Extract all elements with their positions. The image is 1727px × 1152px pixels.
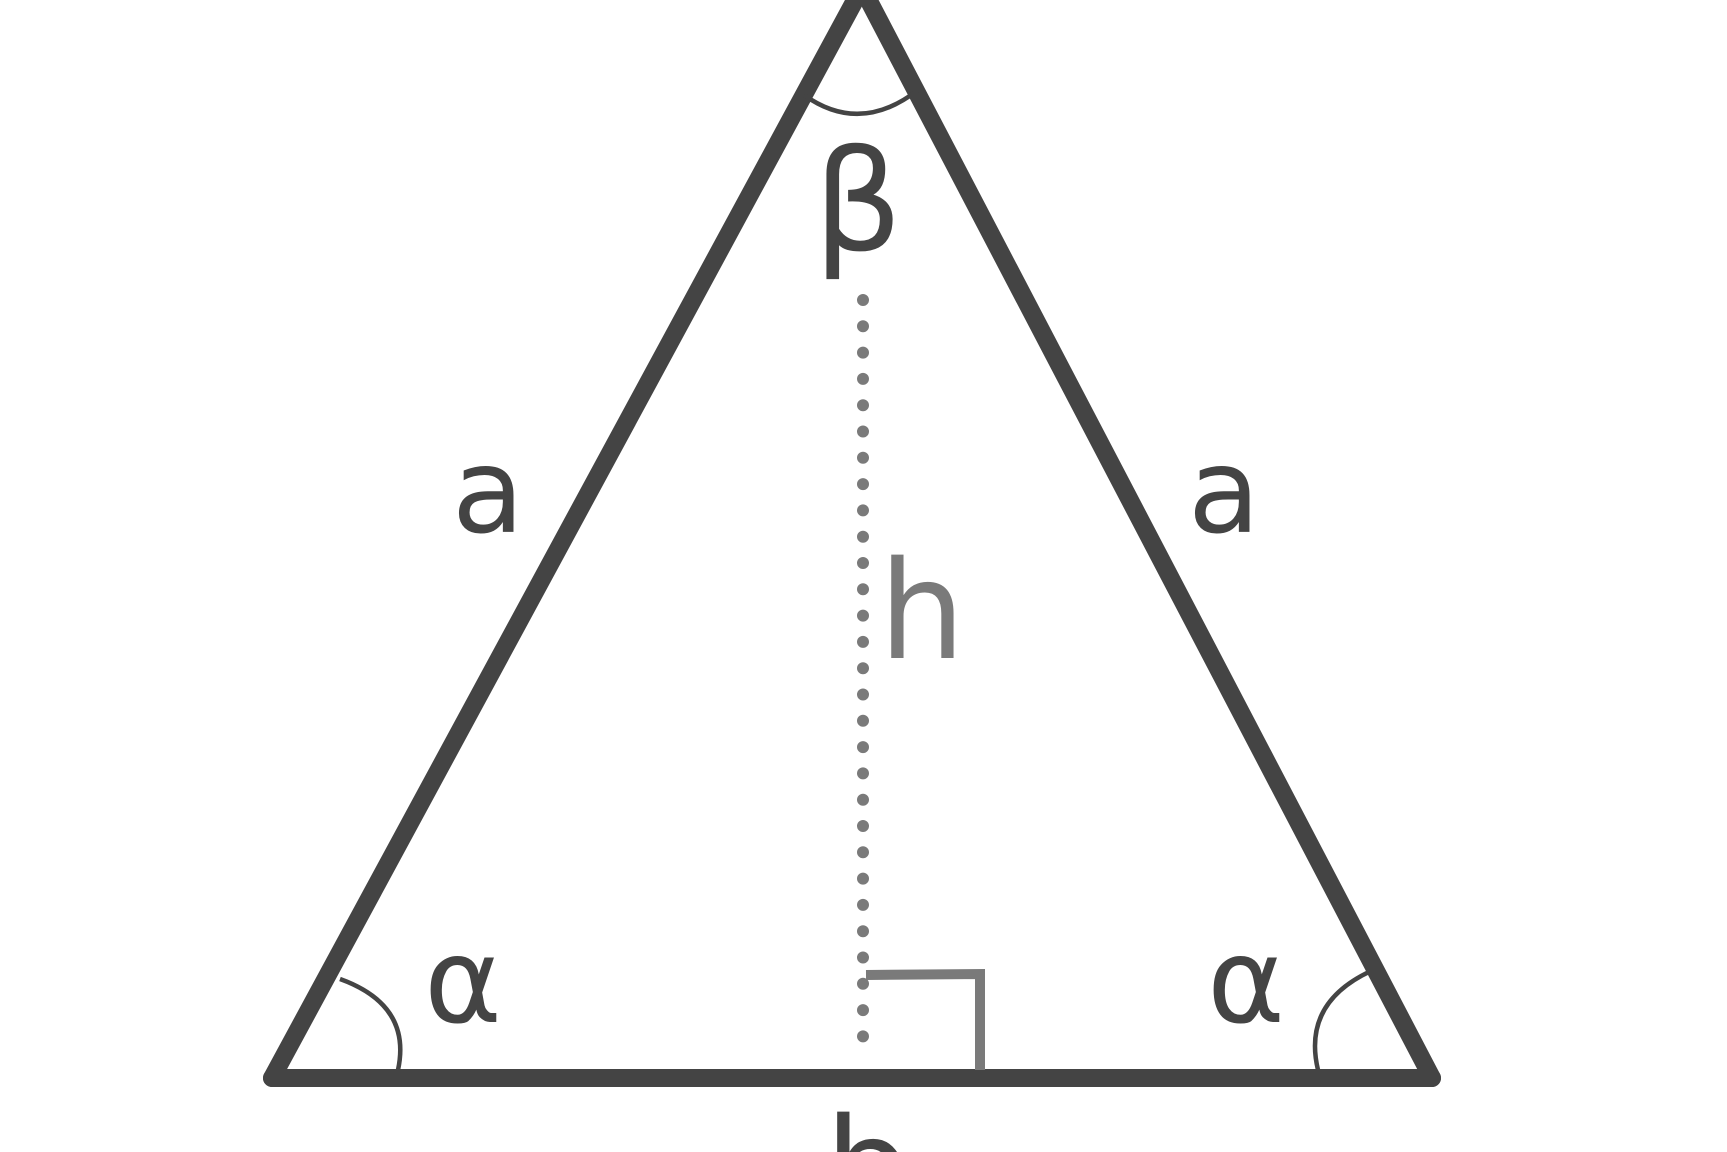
triangle — [263, 0, 1441, 1087]
side-left — [263, 0, 866, 1087]
base-label: b — [825, 1090, 911, 1152]
apex-angle-label: β — [813, 121, 902, 284]
side-right — [858, 0, 1441, 1087]
apex-angle-arc — [802, 88, 920, 116]
side-left-label: a — [452, 422, 524, 560]
base-angle-right-label: α — [1207, 912, 1285, 1050]
side-right-label: a — [1188, 422, 1260, 560]
base-angle-arc-right — [1312, 968, 1372, 1071]
base-angle-arc-left — [339, 976, 403, 1071]
right-angle-marker — [865, 968, 985, 1070]
height-label: h — [879, 533, 965, 691]
base-angle-left-label: α — [424, 912, 502, 1050]
